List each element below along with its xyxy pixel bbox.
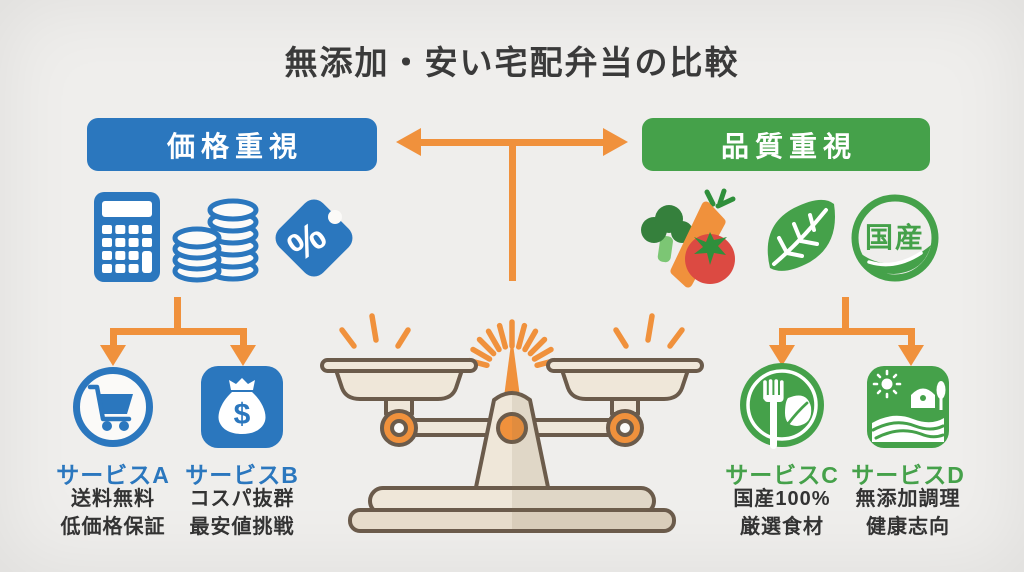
price-focus-header-label: 価格重視	[166, 130, 303, 162]
left-branch-stub-b	[240, 328, 247, 348]
price-focus-header: 価格重視	[87, 118, 377, 171]
arrow-to-service-c-icon	[769, 345, 795, 366]
percent-price-tag-icon: %	[275, 199, 353, 277]
fork-leaf-icon	[740, 363, 824, 449]
service-c-desc: 国産100% 厳選食材	[733, 488, 831, 538]
arrow-to-service-d-icon	[898, 345, 924, 366]
calculator-icon	[94, 192, 160, 282]
left-branch-bar	[110, 328, 247, 335]
arrow-to-service-a-icon	[100, 345, 126, 366]
quality-focus-header: 品質重視	[642, 118, 930, 171]
vegetables-icon	[641, 188, 736, 288]
left-branch-stem	[174, 297, 181, 335]
domestic-badge-icon: 国産	[851, 194, 939, 282]
vs-arrow-right-head-icon	[603, 128, 628, 156]
scale-left-pan	[334, 368, 464, 401]
service-d-desc: 無添加調理 健康志向	[855, 488, 961, 538]
coin-stacks-icon	[172, 198, 259, 283]
right-branch-bar	[779, 328, 915, 335]
service-c-label: サービスC	[725, 462, 839, 488]
right-branch-stub-c	[779, 328, 786, 348]
vs-arrow-left-head-icon	[396, 128, 421, 156]
quality-focus-header-label: 品質重視	[720, 130, 857, 162]
scale-right-pan	[560, 368, 690, 401]
page-title: 無添加・安い宅配弁当の比較	[284, 44, 740, 81]
leaf-icon	[767, 199, 835, 271]
sparkle-rays-icon	[339, 313, 685, 369]
right-branch-stub-d	[908, 328, 915, 348]
left-branch-stub-a	[110, 328, 117, 348]
service-b-label: サービスB	[185, 462, 299, 488]
dollar-glyph: $	[234, 398, 251, 431]
shopping-cart-icon	[73, 367, 153, 447]
balance-scale-icon	[320, 313, 704, 533]
money-bag-icon: $	[201, 366, 283, 448]
farm-icon	[867, 366, 949, 448]
service-a-desc: 送料無料 低価格保証	[60, 488, 166, 538]
domestic-badge-label: 国産	[865, 221, 925, 253]
center-stem-line	[509, 142, 516, 281]
arrow-to-service-b-icon	[230, 345, 256, 366]
service-a-label: サービスA	[56, 462, 170, 488]
service-b-desc: コスパ抜群 最安値挑戦	[189, 488, 295, 538]
right-branch-stem	[842, 297, 849, 335]
service-d-label: サービスD	[851, 462, 965, 488]
